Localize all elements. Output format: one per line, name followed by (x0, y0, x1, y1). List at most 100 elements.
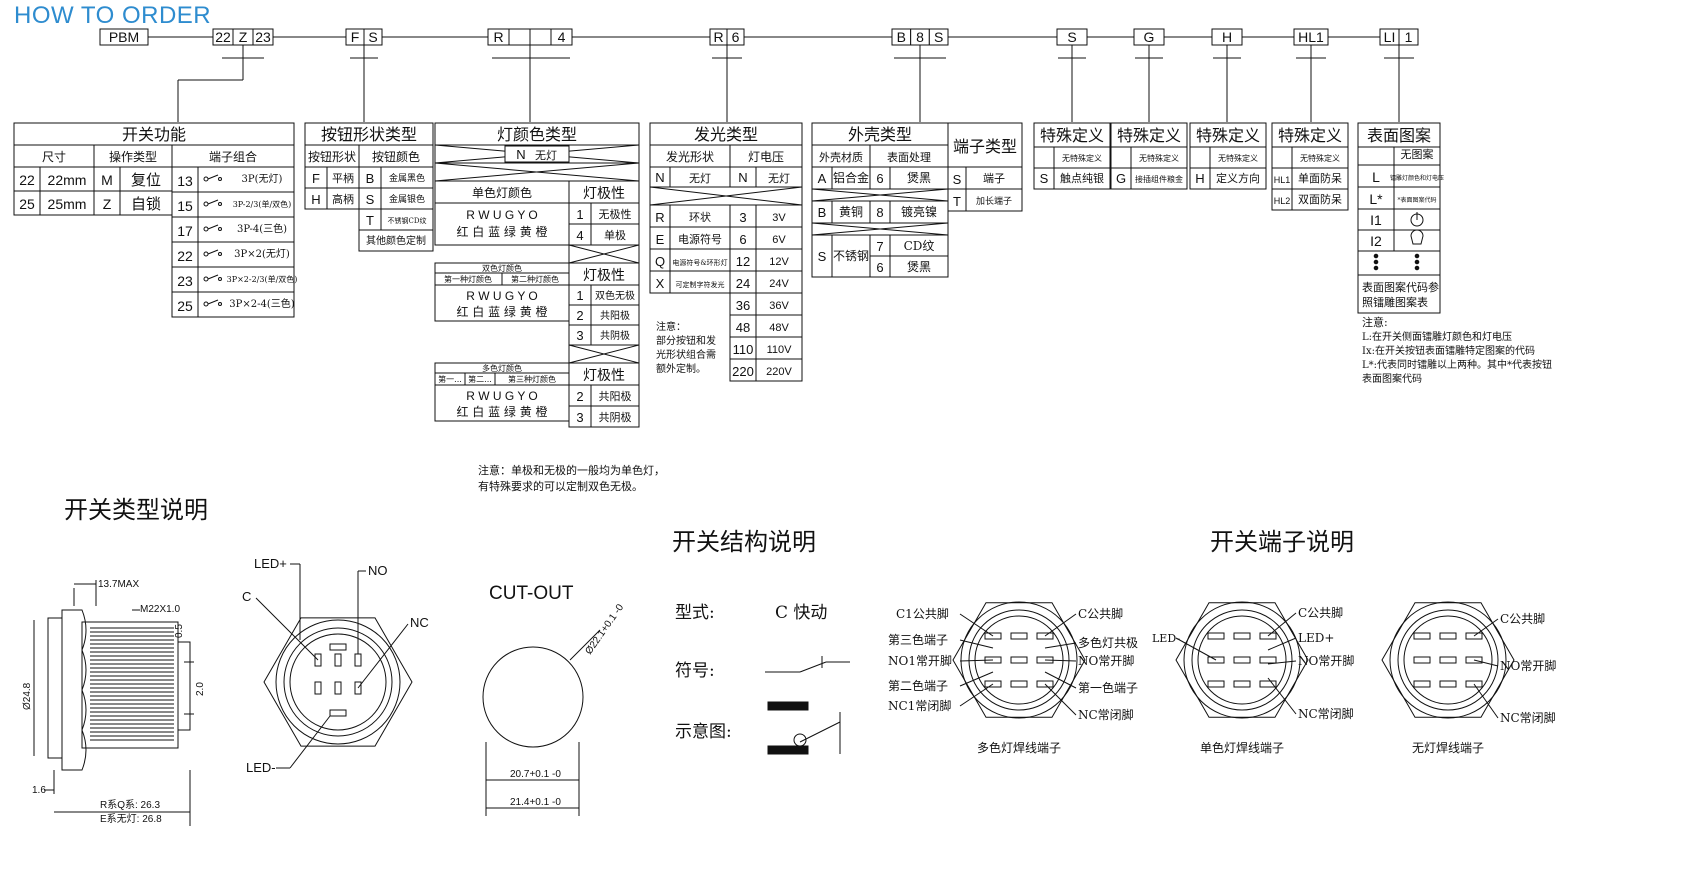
code-box-text: S (1067, 29, 1076, 45)
table-cell (197, 266, 295, 293)
finish-code: 6 (876, 171, 883, 186)
volt-code: 24 (736, 276, 750, 291)
table-cell (1291, 188, 1349, 211)
color-name: 不锈钢CD纹 (388, 216, 427, 225)
pol-name: 单极 (604, 228, 626, 242)
pin-label: C (242, 589, 251, 604)
dim-text: R系Q系: 26.3 (100, 799, 160, 811)
table-cell (755, 358, 803, 382)
nolamp-terminal-ring (1389, 601, 1507, 719)
switch-contact-icon (207, 274, 219, 280)
nolamp-terminal-pin (1439, 632, 1457, 640)
multi-terminal-pin (1010, 632, 1028, 640)
cutout-title: CUT-OUT (489, 583, 574, 604)
multi-terminal-ring (974, 615, 1064, 705)
lighting-note: 注意： (656, 320, 686, 333)
table-cell (1357, 146, 1395, 166)
multi-terminal-ring (968, 609, 1070, 711)
single-terminal-pin (1233, 656, 1251, 664)
terminal-pin-label: NO1常开脚 (888, 653, 952, 668)
multi-sub: 第一... (438, 374, 462, 384)
table-cell (831, 234, 871, 278)
finish-code: 6 (876, 260, 883, 275)
single-terminal-pin (1207, 656, 1225, 664)
shape-code: F (312, 171, 320, 186)
pin-slot (354, 653, 362, 667)
shape-name: 平柄 (332, 172, 354, 185)
terminal-label: 3P×2(无灯) (234, 248, 290, 260)
material-code: B (818, 205, 827, 220)
special-def-value: 单面防呆 (1298, 171, 1342, 185)
switch-contact-icon (218, 227, 222, 231)
terminal-code: 23 (177, 273, 193, 289)
operation-code: Z (103, 196, 112, 212)
housing-ring (283, 627, 393, 737)
volt-code: N (738, 170, 747, 185)
multi-terminal-pin (1036, 632, 1054, 640)
volt-code: 12 (736, 254, 750, 269)
lamp-color-title: 灯颜色类型 (497, 125, 577, 144)
terminal-pin-label: C1公共脚 (896, 606, 949, 621)
leader-line (1044, 683, 1077, 716)
finish-code: 7 (876, 239, 883, 254)
ellipsis-dot (1373, 265, 1379, 271)
nolamp-terminal-pin (1465, 680, 1483, 688)
leader-line (1267, 677, 1297, 715)
table-cell (434, 202, 570, 246)
dual-sub: 第二种灯颜色 (511, 274, 559, 284)
dim-text: Ø24.8 (22, 682, 33, 710)
nolamp-terminal-pin (1439, 680, 1457, 688)
code-box-text: 1 (1405, 29, 1413, 45)
lamp-letters: R W U G Y O (466, 208, 538, 222)
pin-slot (354, 681, 362, 695)
surface-pattern-title: 表面图案 (1367, 126, 1431, 145)
finish-name: 煲黑 (907, 259, 931, 274)
volt-code: 48 (736, 320, 750, 335)
material-name: 铝合金 (833, 170, 869, 185)
type-value: C 快动 (775, 603, 827, 623)
col-header: 尺寸 (42, 150, 66, 164)
switch-contact-icon (207, 249, 219, 255)
terminal-type-code: T (953, 194, 961, 209)
code-box-text: 22 (215, 29, 231, 45)
dim-text: M22X1.0 (140, 604, 180, 615)
size-value: 25mm (48, 196, 87, 212)
surface-legend-note: 注意: (1362, 315, 1388, 329)
color-code: S (366, 192, 375, 207)
switch-contact-icon (207, 199, 219, 205)
nolamp-terminal-pin (1465, 656, 1483, 664)
terminal-pin-label: NO常开脚 (1298, 653, 1354, 668)
polarity-header: 灯极性 (583, 186, 625, 202)
ellipsis-dot (1373, 253, 1379, 259)
pol-name: 共阳极 (599, 389, 632, 403)
lamp-letters: R W U G Y O (466, 389, 538, 403)
pin-slot (314, 653, 322, 667)
volt-code: 220 (732, 364, 754, 379)
special-def-code: HL2 (1274, 196, 1291, 206)
pol-name: 共阴极 (600, 329, 630, 342)
table-cell (1209, 167, 1267, 190)
pol-name: 无极性 (599, 207, 632, 221)
col-header: 外壳材质 (819, 150, 863, 164)
pivot-circle (793, 733, 807, 747)
leader-line (959, 639, 994, 649)
leader-line (1044, 659, 1077, 662)
dim-text: 2.0 (195, 682, 206, 696)
code-box-text: LI (1384, 29, 1396, 45)
shape-code: H (311, 192, 320, 207)
table-cell (1357, 250, 1441, 276)
pol-code: 3 (576, 328, 583, 343)
code-box-text: S (934, 29, 943, 45)
terminal-pin-label: NC常闭脚 (1298, 706, 1354, 721)
material-code: S (818, 249, 827, 264)
table-cell (1189, 122, 1267, 148)
code-box-text: R (493, 29, 503, 45)
cross-line (649, 186, 803, 206)
housing-ring (275, 619, 401, 745)
switch-contact-icon (218, 302, 222, 306)
special-def-title: 特殊定义 (1278, 126, 1342, 145)
color-code: T (366, 213, 374, 228)
special-def-value: 接插组件粮金 (1135, 174, 1183, 184)
table-cell (504, 145, 570, 163)
table-cell (590, 405, 640, 428)
